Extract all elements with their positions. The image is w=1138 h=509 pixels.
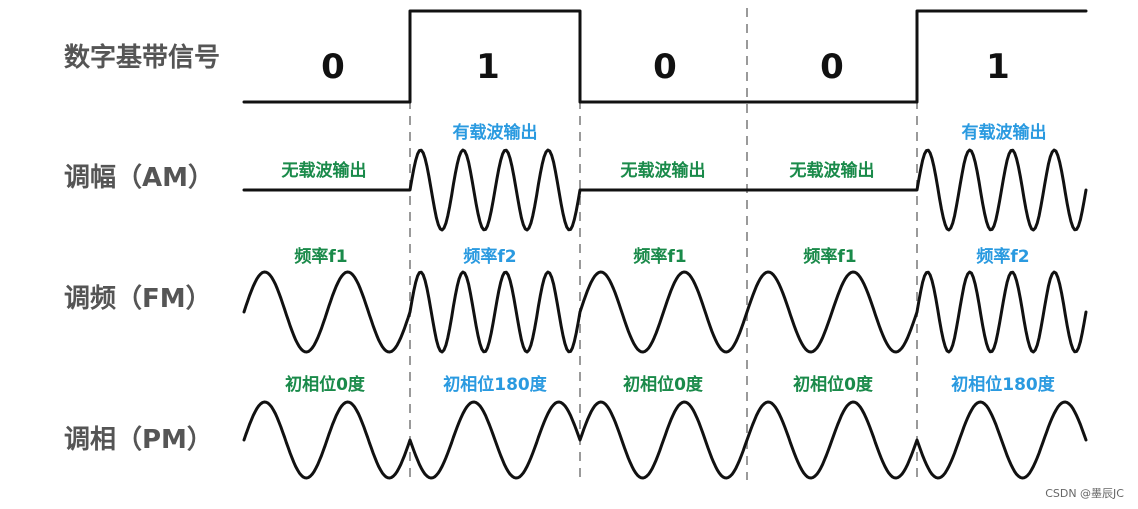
am-annotation: 无载波输出 — [789, 160, 875, 181]
pm-annotation: 初相位180度 — [951, 374, 1055, 395]
am-annotation: 无载波输出 — [281, 160, 367, 181]
am-wave — [242, 148, 1088, 232]
bit-value: 0 — [321, 47, 345, 87]
fm-wave — [242, 270, 1088, 354]
digital-signal-label: 数字基带信号 — [64, 42, 220, 73]
am-annotation: 有载波输出 — [453, 122, 538, 143]
pm-label: 调相（PM） — [64, 425, 213, 455]
fm-annotation: 频率f2 — [463, 246, 516, 267]
bit-value: 1 — [476, 47, 500, 87]
fm-annotation: 频率f2 — [976, 246, 1029, 267]
digital-signal-wave — [242, 9, 1088, 104]
am-annotation: 有载波输出 — [962, 122, 1047, 143]
bit-value: 1 — [986, 47, 1010, 87]
pm-annotation: 初相位0度 — [793, 374, 874, 395]
bit-value: 0 — [653, 47, 677, 87]
am-annotation: 无载波输出 — [620, 160, 706, 181]
fm-label: 调频（FM） — [64, 284, 212, 314]
fm-annotation: 频率f1 — [633, 246, 686, 267]
bit-value: 0 — [820, 47, 844, 87]
am-label: 调幅（AM） — [64, 163, 214, 193]
pm-annotation: 初相位0度 — [285, 374, 366, 395]
pm-annotation: 初相位180度 — [443, 374, 547, 395]
pm-annotation: 初相位0度 — [623, 374, 704, 395]
fm-annotation: 频率f1 — [803, 246, 856, 267]
watermark: CSDN @墨辰JC — [1045, 487, 1124, 500]
pm-wave — [242, 400, 1088, 480]
fm-annotation: 频率f1 — [294, 246, 347, 267]
